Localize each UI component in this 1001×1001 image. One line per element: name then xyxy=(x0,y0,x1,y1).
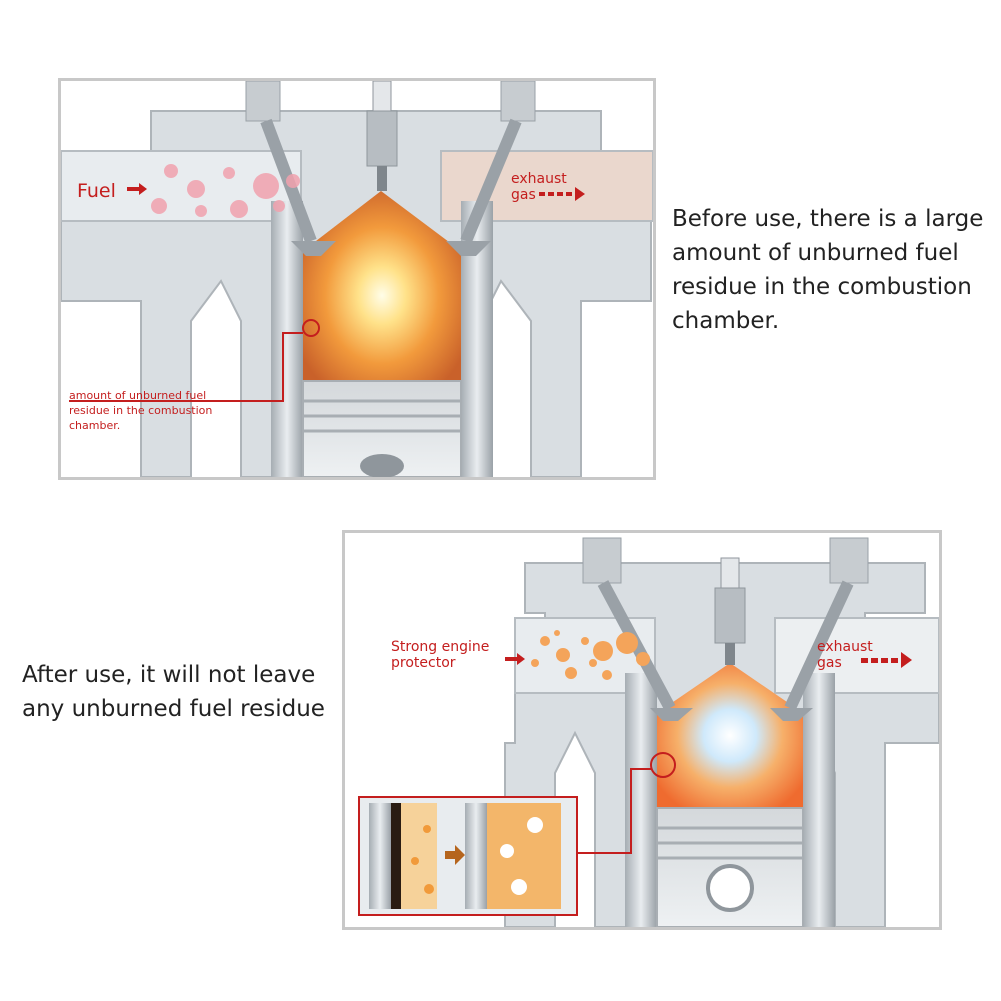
protector-particles xyxy=(531,630,650,680)
piston xyxy=(302,380,462,477)
before-caption-line1: Before use, there is a large xyxy=(672,206,984,232)
callout-line1: amount of unburned fuel xyxy=(69,389,206,402)
after-use-diagram: Strong engine protector exhaust gas xyxy=(342,530,942,930)
after-caption-line2: any unburned fuel residue xyxy=(22,696,325,722)
clean-callout-circle xyxy=(650,752,676,778)
cylinder-wall-right xyxy=(803,673,835,927)
fuel-label: Fuel xyxy=(77,180,116,202)
after-caption-line1: After use, it will not leave xyxy=(22,662,316,688)
exhaust-valve xyxy=(446,81,536,256)
clean-callout-line xyxy=(577,768,651,854)
combustion-flame xyxy=(303,191,461,381)
protector-label-line2: protector xyxy=(391,655,456,671)
before-after-inset xyxy=(358,796,578,916)
residue-callout-circle xyxy=(302,319,320,337)
before-caption: Before use, there is a large amount of u… xyxy=(672,202,992,338)
combustion-flame xyxy=(657,663,803,808)
after-engine-illustration: Strong engine protector exhaust gas xyxy=(358,537,939,927)
exhaust-label-line1: exhaust xyxy=(817,639,873,655)
before-engine-illustration: Fuel exhaust gas amount of unburned fuel… xyxy=(61,81,653,477)
protector-arrow xyxy=(505,653,525,665)
protector-label-line1: Strong engine xyxy=(391,639,489,655)
exhaust-arrow xyxy=(861,652,912,668)
exhaust-valve xyxy=(770,537,869,721)
before-caption-line3: residue in the combustion xyxy=(672,274,972,300)
callout-line2: residue in the combustion xyxy=(69,404,212,417)
before-use-diagram: Fuel exhaust gas amount of unburned fuel… xyxy=(58,78,656,480)
fuel-droplets xyxy=(151,164,300,218)
before-caption-line2: amount of unburned fuel xyxy=(672,240,959,266)
spark-plug xyxy=(366,81,398,191)
fuel-arrow xyxy=(127,183,147,195)
piston xyxy=(656,807,804,927)
after-caption: After use, it will not leave any unburne… xyxy=(22,658,342,726)
exhaust-arrow xyxy=(539,187,585,201)
residue-callout-line xyxy=(69,332,303,402)
callout-line3: chamber. xyxy=(69,419,120,432)
exhaust-label-line2: gas xyxy=(511,187,536,203)
cylinder-wall-left xyxy=(625,673,657,927)
inset-arrow xyxy=(445,845,465,865)
before-caption-line4: chamber. xyxy=(672,308,780,334)
exhaust-label-line2: gas xyxy=(817,655,842,671)
spark-plug xyxy=(714,557,746,665)
exhaust-label-line1: exhaust xyxy=(511,171,567,187)
